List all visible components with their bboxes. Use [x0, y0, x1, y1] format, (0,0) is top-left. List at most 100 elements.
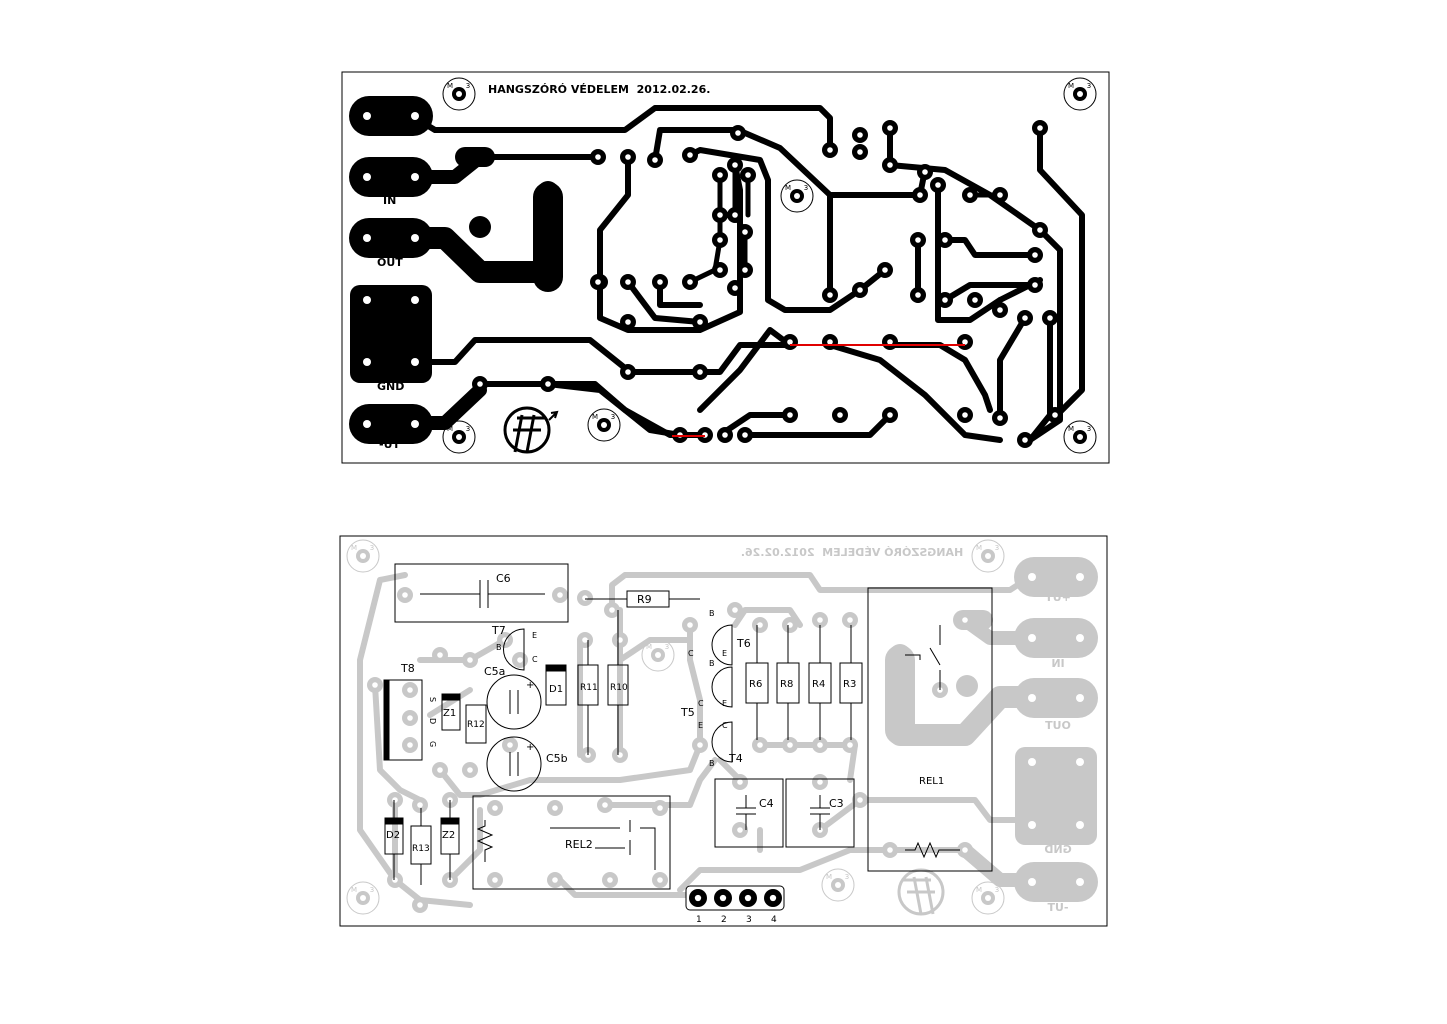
pad-hole: [962, 617, 968, 623]
pad-hole: [732, 285, 738, 291]
mount-mark: M: [646, 643, 652, 651]
c5a-outline: [486, 674, 542, 730]
pad-hole: [617, 637, 623, 643]
pad-hole: [827, 339, 833, 345]
pad-hole: [392, 797, 398, 803]
header-pin-3: 3: [746, 915, 752, 925]
connector-pads: [349, 96, 563, 444]
pad-hole: [997, 307, 1003, 313]
pad-hole: [817, 779, 823, 785]
label-r11: R11: [580, 683, 598, 693]
label-c5a: C5a: [484, 665, 505, 678]
label-t5: T5: [680, 706, 695, 719]
mount-mark: 3: [804, 184, 808, 192]
label-c3: C3: [829, 797, 844, 810]
mount-mark: 3: [370, 544, 374, 552]
pad-hole: [745, 172, 751, 178]
ghost-connector-holes: [1028, 573, 1084, 886]
pad-hole: [742, 229, 748, 235]
c3-outline: [785, 778, 855, 848]
mount-mark: M: [976, 886, 982, 894]
mount-mark: M: [592, 413, 598, 421]
label-z1: Z1: [443, 708, 456, 719]
c5a-plus-sign: +: [526, 680, 534, 691]
pad-hole: [595, 154, 601, 160]
pad-hole: [887, 125, 893, 131]
pad-hole: [847, 617, 853, 623]
pad-hole: [687, 152, 693, 158]
connector-pad-holes: [363, 112, 419, 428]
pad-hole: [625, 154, 631, 160]
pad-hole: [602, 802, 608, 808]
label-c4: C4: [759, 797, 774, 810]
mount-mark: M: [447, 82, 453, 90]
r12-outline: [465, 704, 487, 744]
pad-hole: [972, 297, 978, 303]
pad-hole: [915, 237, 921, 243]
pad-hole: [417, 902, 423, 908]
pad-hole: [1037, 125, 1043, 131]
mount-mark: 3: [665, 643, 669, 651]
mount-mark: 3: [995, 886, 999, 894]
t4-pin-b: B: [709, 759, 715, 768]
pad-hole: [582, 637, 588, 643]
c4-outline: [714, 778, 784, 848]
label-r10: R10: [610, 683, 628, 693]
c5b-outline: [486, 736, 542, 792]
pad-hole: [915, 292, 921, 298]
mirrored-ghost-texts: HANGSZÓRÓ VÉDELEM 2012.02.26. +UT IN OUT…: [741, 546, 1072, 914]
pad-hole: [719, 894, 727, 902]
connector-label-in: IN: [383, 194, 396, 207]
pad-hole: [837, 412, 843, 418]
pad-hole: [617, 752, 623, 758]
pad-hole: [552, 877, 558, 883]
pad-hole: [657, 805, 663, 811]
t4-outline: [711, 721, 733, 763]
pin-letters: E B C B C E B C E E C B S D G: [428, 609, 728, 768]
pad-hole: [857, 149, 863, 155]
pad-hole: [742, 432, 748, 438]
ghost-connector-pads: [885, 557, 1098, 902]
t7-outline: [503, 628, 525, 671]
pad-hole: [697, 369, 703, 375]
pad-hole: [492, 805, 498, 811]
pad-hole: [887, 847, 893, 853]
pad-hole: [1022, 437, 1028, 443]
board-title: HANGSZÓRÓ VÉDELEM 2012.02.26.: [488, 83, 710, 96]
pad-hole: [817, 742, 823, 748]
connector-label-minus-ut: -UT: [379, 438, 400, 451]
pad-hole: [942, 297, 948, 303]
pad-hole: [625, 319, 631, 325]
mount-mark: 3: [1087, 425, 1091, 433]
pad-hole: [997, 192, 1003, 198]
mirrored-label-out: OUT: [1045, 719, 1071, 732]
label-r13: R13: [412, 844, 430, 854]
c6-outline: [394, 563, 569, 623]
connector-label-gnd: GND: [377, 380, 404, 393]
t7-pin-c: C: [532, 655, 538, 664]
pad-hole: [757, 622, 763, 628]
pad-hole: [582, 595, 588, 601]
pad-hole: [732, 162, 738, 168]
label-r3: R3: [843, 679, 856, 690]
pad-hole: [407, 742, 413, 748]
pad-hole: [545, 381, 551, 387]
t6-pin-b: B: [709, 609, 715, 618]
mounting-pad: [469, 216, 491, 238]
label-r4: R4: [812, 679, 825, 690]
pad-hole: [687, 622, 693, 628]
label-d2: D2: [386, 830, 400, 841]
pad-hole: [887, 412, 893, 418]
pad-hole: [742, 267, 748, 273]
pad-hole: [737, 779, 743, 785]
pad-hole: [769, 894, 777, 902]
mount-mark: 3: [370, 886, 374, 894]
